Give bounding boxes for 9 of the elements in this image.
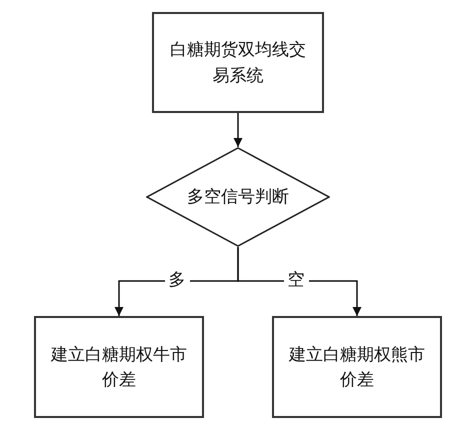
- node-text: 白糖期货双均线交易系统: [169, 39, 307, 86]
- arrow: [234, 113, 242, 147]
- node-text: 建立白糖期权熊市价差: [288, 344, 426, 391]
- node-text: 多空信号判断: [187, 186, 289, 208]
- edge-label: 多: [164, 270, 190, 290]
- process-box: [152, 12, 324, 113]
- process-box: [34, 316, 204, 418]
- node-text: 建立白糖期权牛市价差: [50, 344, 188, 391]
- process-box: [272, 316, 442, 418]
